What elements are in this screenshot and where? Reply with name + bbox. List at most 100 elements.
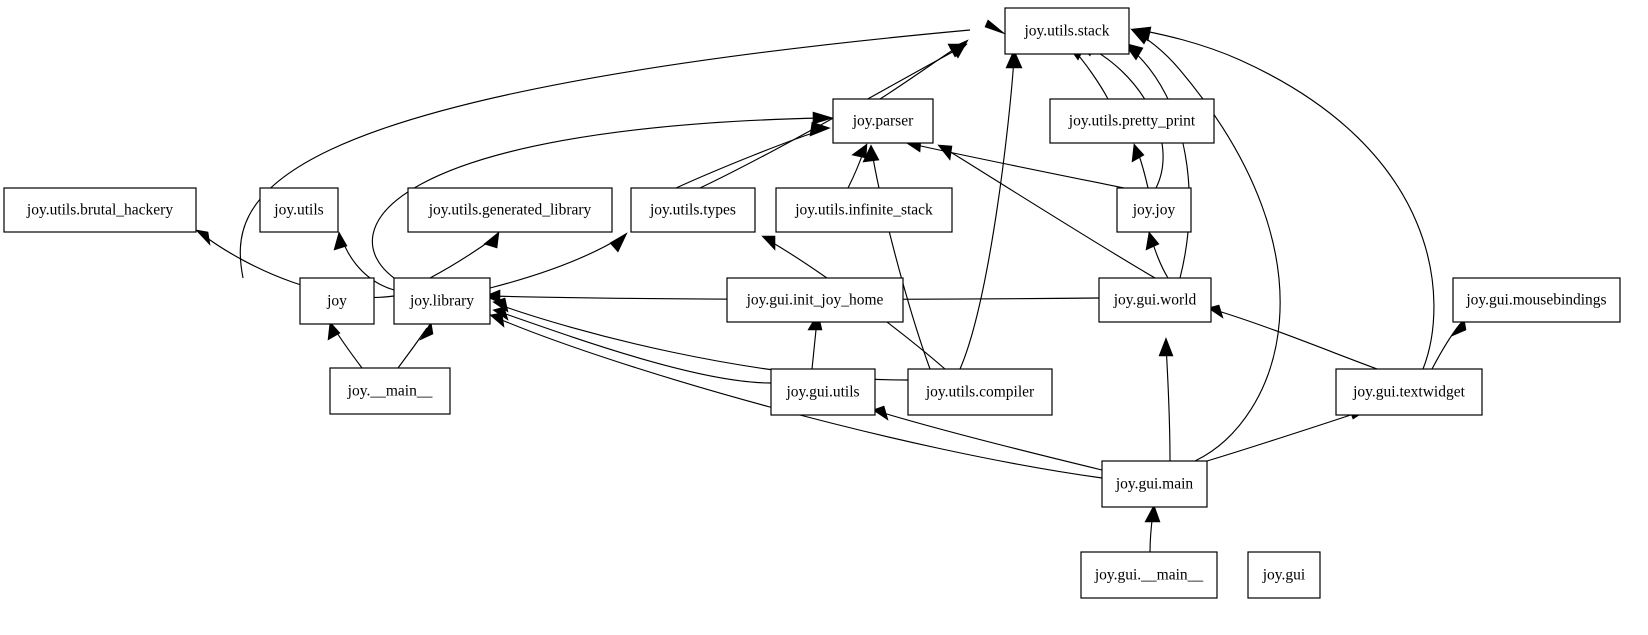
graph-edge xyxy=(937,144,1156,279)
node-box[interactable] xyxy=(832,98,934,144)
nodes-layer: joy.utils.stack joy.parser joy.utils.prett… xyxy=(3,7,1621,599)
graph-node[interactable]: joy.parser xyxy=(832,98,934,144)
arrowhead-icon xyxy=(1207,304,1224,319)
graph-edge xyxy=(489,232,628,289)
node-label: joy.utils.compiler xyxy=(925,384,1035,401)
arrowhead-icon xyxy=(872,405,889,421)
graph-edge xyxy=(327,321,363,369)
graph-node[interactable]: joy.gui.textwidget xyxy=(1335,368,1483,416)
arrowhead-icon xyxy=(1005,49,1023,69)
arrowhead-icon xyxy=(761,235,776,251)
arrowhead-icon xyxy=(419,321,434,341)
node-box[interactable] xyxy=(775,187,953,233)
edge-line xyxy=(959,57,1015,370)
node-box[interactable] xyxy=(630,187,756,233)
graph-node[interactable]: joy.utils.stack xyxy=(1004,7,1130,55)
edge-line xyxy=(489,237,621,289)
node-box[interactable] xyxy=(393,277,491,325)
node-box[interactable] xyxy=(1247,551,1321,599)
node-box[interactable] xyxy=(1004,7,1130,55)
edge-line xyxy=(1214,309,1403,379)
node-label: joy.gui.textwidget xyxy=(1352,384,1465,401)
graph-node[interactable]: joy.gui.world xyxy=(1098,277,1212,323)
node-box[interactable] xyxy=(1452,277,1621,323)
arrowhead-icon xyxy=(937,144,953,161)
node-box[interactable] xyxy=(1335,368,1483,416)
edge-line xyxy=(397,327,428,369)
edge-line xyxy=(871,151,931,370)
arrowhead-icon xyxy=(609,232,628,253)
node-box[interactable] xyxy=(1098,277,1212,323)
arrowhead-icon xyxy=(947,43,968,58)
node-box[interactable] xyxy=(407,187,613,233)
node-label: joy.library xyxy=(409,293,474,310)
arrowhead-icon xyxy=(327,321,341,341)
node-label: joy.gui.main xyxy=(1115,476,1194,493)
graph-node[interactable]: joy.gui.main xyxy=(1101,460,1208,508)
graph-edge xyxy=(1144,504,1161,553)
graph-edge xyxy=(1431,317,1467,370)
graph-edge xyxy=(862,144,931,370)
graph-edge xyxy=(904,137,1125,189)
node-box[interactable] xyxy=(1101,460,1208,508)
edge-line xyxy=(1129,47,1190,279)
node-box[interactable] xyxy=(1049,98,1215,144)
node-box[interactable] xyxy=(3,187,197,233)
node-label: joy.utils.brutal_hackery xyxy=(26,202,173,219)
graph-node[interactable]: joy.utils.brutal_hackery xyxy=(3,187,197,233)
graph-edge xyxy=(959,49,1023,370)
node-label: joy.utils.stack xyxy=(1023,23,1109,40)
node-box[interactable] xyxy=(329,367,451,415)
graph-node[interactable]: joy.joy xyxy=(1116,187,1192,233)
edge-line xyxy=(943,147,1156,279)
graph-edge xyxy=(429,231,500,279)
graph-node[interactable]: joy.library xyxy=(393,277,491,325)
node-label: joy.joy xyxy=(1132,202,1176,219)
node-box[interactable] xyxy=(1116,187,1192,233)
graph-node[interactable]: joy.gui.init_joy_home xyxy=(726,277,904,323)
node-box[interactable] xyxy=(907,368,1053,416)
graph-edge xyxy=(1158,337,1174,462)
node-label: joy.utils xyxy=(273,202,323,219)
graph-node[interactable]: joy.utils.generated_library xyxy=(407,187,613,233)
edge-line xyxy=(1165,344,1171,462)
node-label: joy.utils.pretty_print xyxy=(1068,113,1196,130)
node-label: joy xyxy=(326,293,347,310)
edge-line xyxy=(675,129,823,189)
graph-edge xyxy=(1207,304,1403,379)
graph-node[interactable]: joy.gui.__main__ xyxy=(1080,551,1218,599)
node-box[interactable] xyxy=(726,277,904,323)
graph-node[interactable]: joy.utils xyxy=(259,187,339,233)
graph-node[interactable]: joy.__main__ xyxy=(329,367,451,415)
arrowhead-icon xyxy=(1145,231,1160,251)
node-box[interactable] xyxy=(299,277,375,325)
graph-edge xyxy=(239,19,1006,279)
arrowhead-icon xyxy=(195,229,211,246)
graph-node[interactable]: joy.utils.compiler xyxy=(907,368,1053,416)
node-box[interactable] xyxy=(770,368,876,416)
edge-line xyxy=(879,43,963,100)
arrowhead-icon xyxy=(812,111,835,125)
edge-line xyxy=(371,117,821,279)
graph-node[interactable]: joy.gui xyxy=(1247,551,1321,599)
node-box[interactable] xyxy=(259,187,339,233)
graph-node[interactable]: joy.gui.mousebindings xyxy=(1452,277,1621,323)
node-box[interactable] xyxy=(1080,551,1218,599)
graph-edge xyxy=(489,312,1103,479)
arrowhead-icon xyxy=(862,144,880,163)
node-label: joy.gui xyxy=(1262,567,1306,584)
node-label: joy.gui.mousebindings xyxy=(1465,292,1606,309)
graph-node[interactable]: joy.gui.utils xyxy=(770,368,876,416)
graph-node[interactable]: joy.utils.infinite_stack xyxy=(775,187,953,233)
graph-node[interactable]: joy.utils.types xyxy=(630,187,756,233)
arrowhead-icon xyxy=(1132,26,1152,42)
arrowhead-icon xyxy=(1144,504,1161,523)
edge-line xyxy=(911,143,1125,189)
graph-node[interactable]: joy xyxy=(299,277,375,325)
arrowhead-icon xyxy=(483,231,500,249)
graph-edge xyxy=(397,321,434,369)
graph-node[interactable]: joy.utils.pretty_print xyxy=(1049,98,1215,144)
edge-line xyxy=(1206,411,1361,462)
arrowhead-icon xyxy=(484,289,501,304)
